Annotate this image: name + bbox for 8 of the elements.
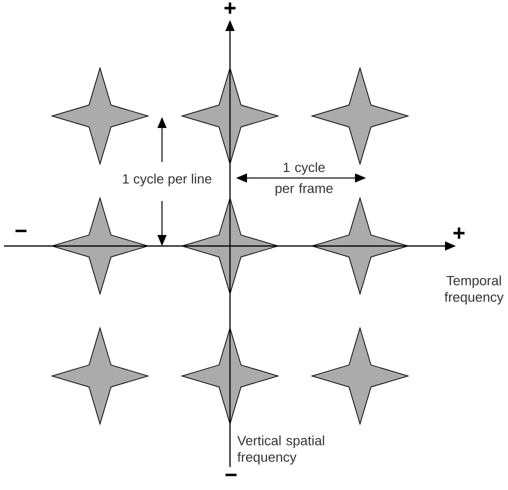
minus-sign: − [226,474,237,476]
minus-sign: − [16,230,27,232]
axis-label: Temporal frequency [444,275,504,305]
axis-label: Vertical spatial frequency [237,435,324,465]
plus-sign: + [454,228,465,239]
plus-sign: + [224,2,236,14]
dimension-label: 1 cycle per line [123,174,212,186]
dimension-label: 1 cycle per frame [276,162,333,196]
